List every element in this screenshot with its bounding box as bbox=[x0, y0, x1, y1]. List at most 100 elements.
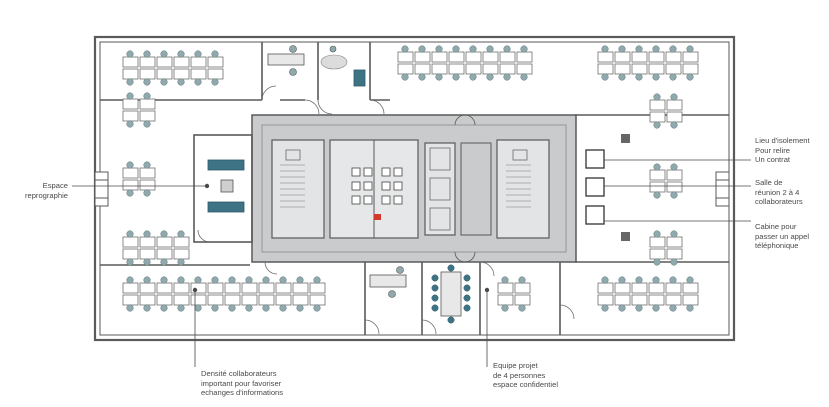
desk bbox=[614, 51, 631, 63]
chair bbox=[177, 230, 185, 238]
chair bbox=[279, 304, 287, 312]
desk-pod bbox=[499, 45, 533, 81]
desk bbox=[649, 99, 666, 111]
chair bbox=[245, 276, 253, 284]
desk bbox=[258, 282, 275, 294]
chair bbox=[194, 50, 202, 58]
desk bbox=[156, 68, 173, 80]
chair bbox=[401, 45, 409, 53]
chair bbox=[143, 258, 151, 266]
desk bbox=[173, 68, 190, 80]
desk bbox=[173, 294, 190, 306]
desk-pod bbox=[649, 230, 683, 266]
desk bbox=[497, 282, 514, 294]
desk bbox=[631, 51, 648, 63]
chair bbox=[143, 276, 151, 284]
chair bbox=[670, 258, 678, 266]
desk-pod bbox=[156, 276, 190, 312]
west-notch bbox=[94, 171, 109, 207]
desk bbox=[190, 68, 207, 80]
label-line: de 4 personnes bbox=[493, 370, 546, 380]
desk bbox=[448, 63, 465, 75]
desk bbox=[514, 282, 531, 294]
chair bbox=[160, 50, 168, 58]
label-line: Pour relire bbox=[755, 145, 791, 155]
desk bbox=[292, 282, 309, 294]
chair bbox=[435, 45, 443, 53]
desk bbox=[631, 63, 648, 75]
desk bbox=[156, 248, 173, 260]
desk bbox=[139, 110, 156, 122]
desk bbox=[648, 63, 665, 75]
chair bbox=[177, 258, 185, 266]
desk bbox=[122, 294, 139, 306]
chair bbox=[601, 73, 609, 81]
chair bbox=[469, 45, 477, 53]
desk-pod bbox=[190, 50, 224, 86]
chair bbox=[160, 230, 168, 238]
desk-pod bbox=[258, 276, 292, 312]
chair bbox=[211, 50, 219, 58]
desk bbox=[173, 236, 190, 248]
desk bbox=[207, 68, 224, 80]
chair bbox=[126, 258, 134, 266]
label-line: passer un appel bbox=[755, 231, 810, 241]
chair bbox=[143, 50, 151, 58]
chair bbox=[669, 304, 677, 312]
chair bbox=[126, 161, 134, 169]
chair bbox=[296, 276, 304, 284]
chair bbox=[143, 78, 151, 86]
desk-pod bbox=[631, 276, 665, 312]
label-line: réunion 2 à 4 bbox=[755, 187, 800, 197]
desk bbox=[122, 179, 139, 191]
desk bbox=[431, 63, 448, 75]
label-line: important pour favoriser bbox=[201, 378, 282, 388]
chair bbox=[126, 230, 134, 238]
desk bbox=[482, 51, 499, 63]
desk bbox=[666, 99, 683, 111]
desk bbox=[275, 282, 292, 294]
desk bbox=[156, 236, 173, 248]
desk bbox=[207, 294, 224, 306]
workstation-clusters bbox=[122, 45, 699, 312]
chair bbox=[670, 191, 678, 199]
chair bbox=[653, 191, 661, 199]
desk bbox=[190, 56, 207, 68]
desk bbox=[665, 294, 682, 306]
label-line: Salle de bbox=[755, 178, 783, 187]
label-equipe-projet: Equipe projet de 4 personnes espace conf… bbox=[493, 361, 558, 390]
label-lieu-isolement: Lieu d'isolement Pour relire Un contrat bbox=[755, 136, 810, 165]
chair bbox=[618, 73, 626, 81]
desk bbox=[122, 167, 139, 179]
desk bbox=[431, 51, 448, 63]
chair bbox=[486, 45, 494, 53]
columns bbox=[621, 134, 630, 241]
desk bbox=[139, 179, 156, 191]
desk bbox=[292, 294, 309, 306]
desk-pod bbox=[122, 50, 156, 86]
chair bbox=[503, 45, 511, 53]
chair bbox=[635, 276, 643, 284]
desk-pod bbox=[597, 45, 631, 81]
label-line: echanges d'informations bbox=[201, 388, 284, 398]
chair bbox=[160, 78, 168, 86]
chair bbox=[518, 304, 526, 312]
desk bbox=[173, 248, 190, 260]
desk bbox=[465, 63, 482, 75]
desk bbox=[224, 294, 241, 306]
accessible-wc-marker bbox=[374, 214, 381, 220]
chair bbox=[618, 45, 626, 53]
desk bbox=[241, 294, 258, 306]
desk bbox=[414, 51, 431, 63]
east-booths bbox=[585, 149, 605, 225]
chair bbox=[126, 189, 134, 197]
desk bbox=[122, 98, 139, 110]
desk bbox=[397, 63, 414, 75]
chair bbox=[686, 73, 694, 81]
chair bbox=[653, 258, 661, 266]
chair bbox=[143, 92, 151, 100]
chair bbox=[653, 121, 661, 129]
desk bbox=[597, 294, 614, 306]
desk bbox=[614, 294, 631, 306]
chair bbox=[669, 276, 677, 284]
